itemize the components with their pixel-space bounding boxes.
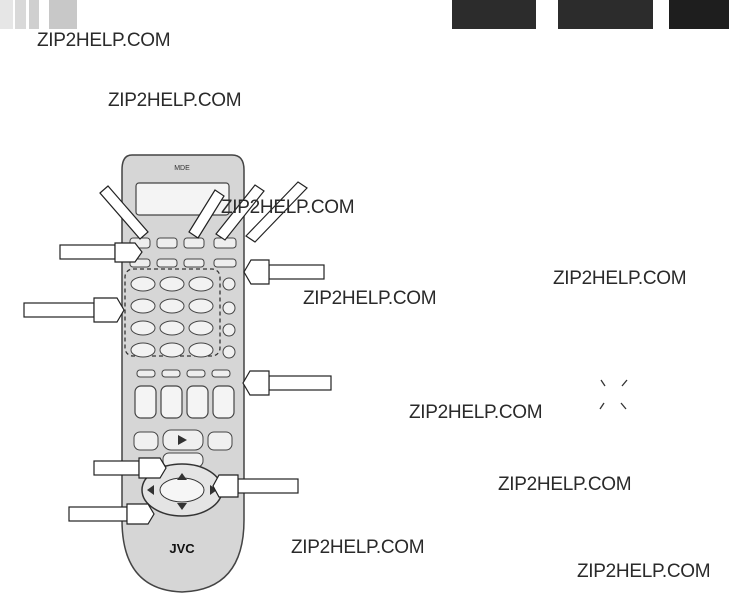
navigation-center — [159, 477, 205, 503]
remote-top-label: MDE — [174, 165, 190, 172]
watermark-text: ZIP2HELP.COM — [409, 402, 543, 423]
mid-row-buttons — [136, 369, 231, 378]
header-block — [49, 0, 77, 29]
header-block — [15, 0, 26, 29]
transport-buttons — [133, 429, 233, 468]
remote-brand: JVC — [169, 541, 195, 556]
header-block — [558, 0, 653, 29]
side-buttons — [222, 277, 236, 359]
rocker-buttons — [134, 385, 235, 419]
flash-marks — [599, 379, 628, 410]
watermark-text: ZIP2HELP.COM — [303, 288, 437, 309]
numeric-keypad-outline — [124, 268, 221, 357]
watermark-text: ZIP2HELP.COM — [291, 537, 425, 558]
watermark-text: ZIP2HELP.COM — [553, 268, 687, 289]
watermark-text: ZIP2HELP.COM — [577, 561, 711, 582]
left-arrow-icon — [147, 485, 154, 495]
up-arrow-icon — [177, 473, 187, 480]
numeric-keypad — [130, 276, 214, 358]
header-block — [29, 0, 39, 29]
header-block — [452, 0, 536, 29]
header-block — [0, 0, 13, 29]
pointer-hands — [23, 181, 332, 525]
watermark-text: ZIP2HELP.COM — [221, 197, 355, 218]
down-arrow-icon — [177, 503, 187, 510]
header-block — [669, 0, 729, 29]
watermark-text: ZIP2HELP.COM — [498, 474, 632, 495]
play-icon — [178, 435, 187, 445]
watermark-text: ZIP2HELP.COM — [108, 90, 242, 111]
right-arrow-icon — [210, 485, 217, 495]
watermark-text: ZIP2HELP.COM — [37, 30, 171, 51]
